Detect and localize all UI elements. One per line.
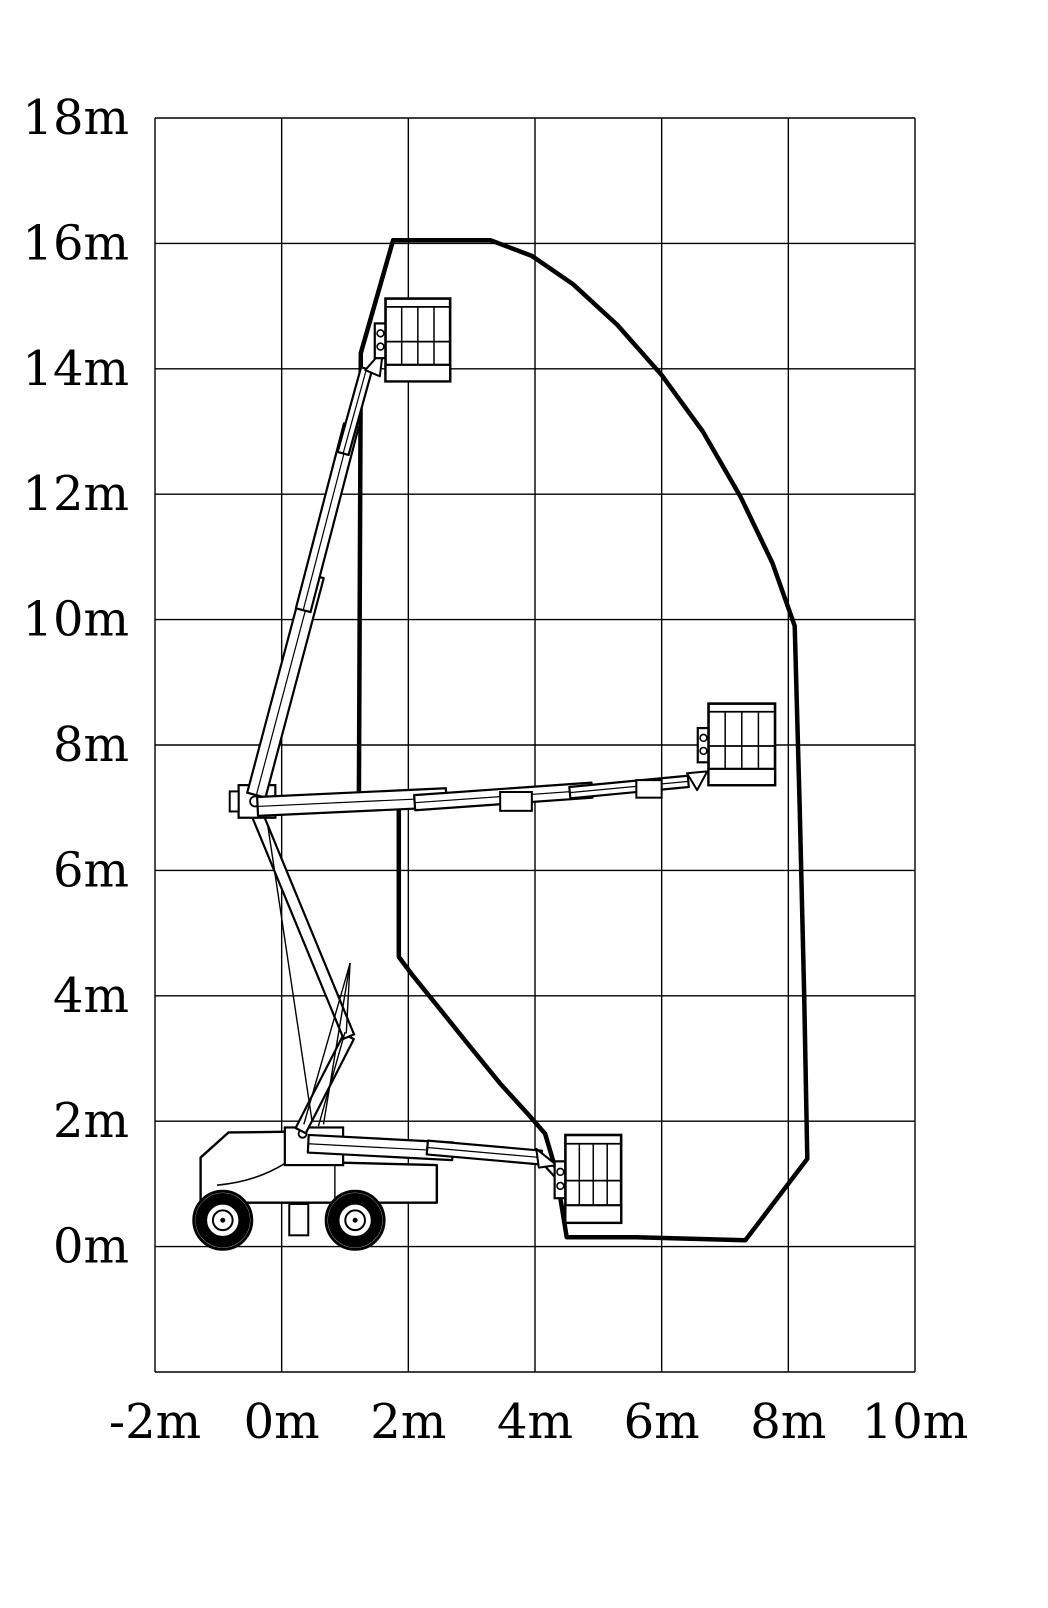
riser-cylinder (322, 963, 351, 1125)
boom-slide-pad (499, 791, 533, 812)
bracket-pin (699, 746, 708, 756)
basket-floor (384, 363, 452, 383)
boom-slide-pad (635, 779, 663, 799)
machine-position-stowed (306, 1133, 623, 1225)
riser-arms (248, 804, 356, 1135)
boom-lift-drawing (192, 297, 777, 1251)
boom-centerline (255, 575, 316, 796)
bracket-pin (376, 342, 385, 351)
machine-position-raised (246, 297, 452, 799)
bracket-pin (699, 733, 708, 743)
basket-floor (564, 1204, 623, 1224)
x-tick-label: 4m (497, 1394, 573, 1450)
bracket-pin (556, 1167, 565, 1177)
boom-centerline (302, 425, 352, 611)
boom-centerline (427, 1146, 542, 1159)
riser-cylinder (317, 1031, 346, 1127)
jib-link (686, 770, 709, 792)
basket-floor (707, 767, 777, 787)
working-envelope-outline (356, 238, 810, 1243)
machine-position-horizontal (256, 702, 777, 817)
y-tick-label: 12m (22, 466, 129, 522)
x-tick-label: 2m (370, 1394, 446, 1450)
y-tick-label: 16m (22, 215, 129, 271)
y-tick-label: 2m (53, 1093, 129, 1149)
y-tick-label: 14m (22, 341, 129, 397)
y-tick-label: 10m (22, 592, 129, 648)
wheel (324, 1189, 386, 1251)
boom-centerline (342, 368, 368, 454)
y-tick-label: 4m (53, 968, 129, 1024)
x-tick-label: 10m (862, 1394, 969, 1450)
y-tick-label: 18m (22, 90, 129, 146)
elbow-tab (228, 790, 240, 813)
hub-center (352, 1217, 358, 1223)
boom-centerline (569, 780, 689, 794)
x-axis-labels: -2m 0m 2m 4m 6m 8m 10m (109, 1394, 968, 1450)
x-tick-label: 0m (244, 1394, 320, 1450)
tire-ring (327, 1193, 383, 1248)
jib-link (535, 1147, 558, 1169)
y-tick-label: 0m (53, 1219, 129, 1275)
riser-cylinder (345, 963, 351, 1034)
y-axis-labels: 18m 16m 14m 12m 10m 8m 6m 4m 2m 0m (22, 90, 129, 1275)
riser-cylinder (267, 825, 313, 1122)
riser-cylinder (303, 963, 351, 1125)
y-tick-label: 6m (53, 842, 129, 898)
hub-center (220, 1217, 226, 1223)
y-tick-label: 8m (53, 717, 129, 773)
bracket-pin (376, 329, 385, 338)
chassis-step (288, 1202, 310, 1237)
x-tick-label: 8m (750, 1394, 826, 1450)
tire-ring (195, 1193, 251, 1248)
bracket-pin (556, 1181, 565, 1191)
x-tick-label: -2m (109, 1394, 201, 1450)
wheel (192, 1189, 254, 1251)
x-tick-label: 6m (624, 1394, 700, 1450)
